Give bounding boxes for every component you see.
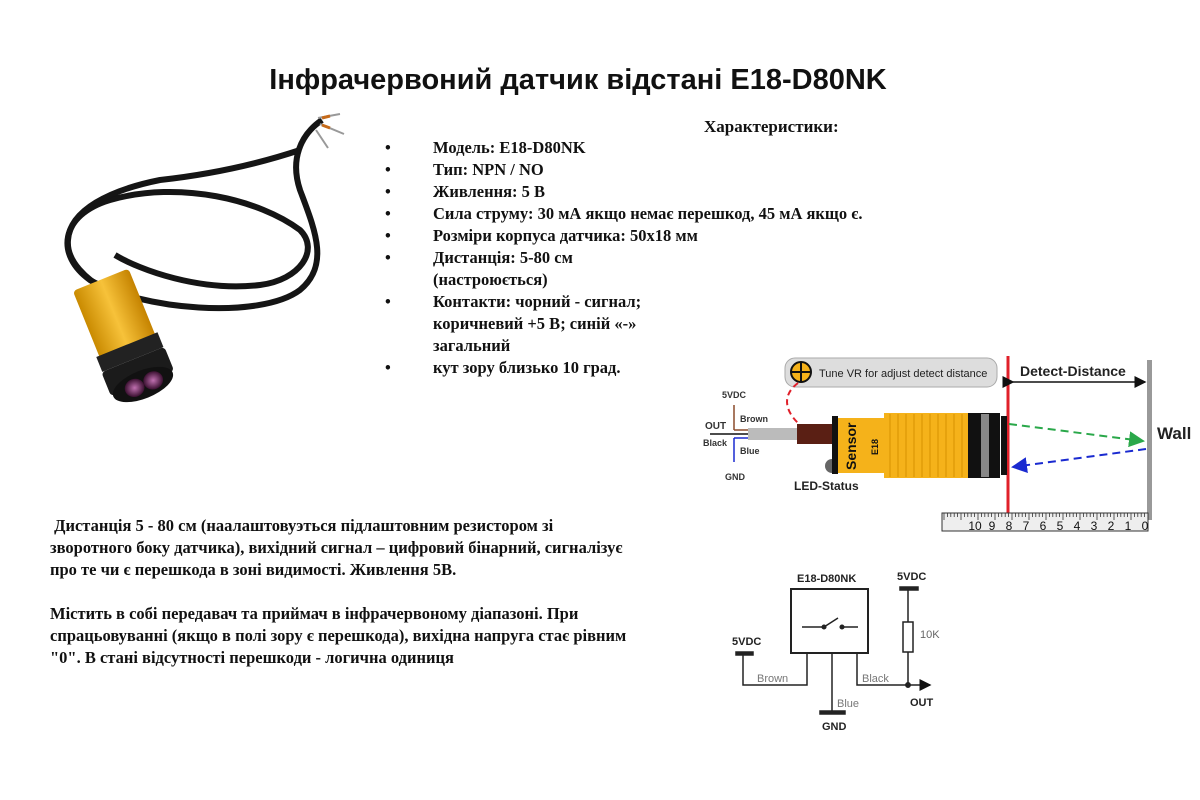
wiring-schematic bbox=[735, 586, 932, 715]
potentiometer-icon bbox=[790, 361, 812, 383]
wire-5vdc-label: 5VDC bbox=[722, 390, 747, 400]
wall bbox=[1147, 360, 1152, 520]
ruler-label: 0 bbox=[1142, 519, 1149, 533]
ruler-label: 4 bbox=[1074, 519, 1081, 533]
schematic-title: E18-D80NK bbox=[797, 573, 856, 585]
ruler-label: 5 bbox=[1057, 519, 1064, 533]
schematic-5vdc-right: 5VDC bbox=[897, 571, 926, 583]
wire-brown-label: Brown bbox=[740, 414, 768, 424]
detect-distance-label: Detect-Distance bbox=[1020, 363, 1126, 379]
spec-text: Розміри корпуса датчика: 50х18 мм bbox=[433, 226, 698, 245]
schematic-gnd-label: GND bbox=[822, 721, 847, 733]
list-item: •Розміри корпуса датчика: 50х18 мм bbox=[385, 225, 945, 247]
spec-text: Тип: NPN / NO bbox=[433, 160, 544, 179]
list-item: •кут зору близько 10 град. bbox=[385, 357, 945, 379]
schematic-blue-label: Blue bbox=[837, 698, 859, 710]
wire-black-label: Black bbox=[703, 438, 728, 448]
sensor-label: Sensor bbox=[843, 422, 859, 470]
resistor-label: 10K bbox=[920, 629, 940, 641]
list-item: •Дистанція: 5-80 см (настроюється) bbox=[385, 247, 945, 291]
schematic-brown-label: Brown bbox=[757, 673, 788, 685]
page-title: Інфрачервоний датчик відстані E18-D80NK bbox=[269, 64, 887, 96]
list-item: •Модель: E18-D80NK bbox=[385, 137, 945, 159]
spec-text: Контакти: чорний - сигнал; коричневий +5… bbox=[433, 292, 642, 355]
ruler-label: 8 bbox=[1006, 519, 1013, 533]
spec-text: кут зору близько 10 град. bbox=[433, 358, 621, 377]
spec-text: Дистанція: 5-80 см (настроюється) bbox=[433, 248, 573, 289]
tune-label: Tune VR for adjust detect distance bbox=[819, 368, 987, 380]
spec-text: Сила струму: 30 мА якщо немає перешкод, … bbox=[433, 204, 863, 223]
distance-diagram: Tune VR for adjust detect distance Detec… bbox=[703, 356, 1191, 533]
wire-blue-label: Blue bbox=[740, 446, 760, 456]
schematic-5vdc-left: 5VDC bbox=[732, 636, 761, 648]
spec-text: Живлення: 5 В bbox=[433, 182, 546, 201]
list-item: •Сила струму: 30 мА якщо немає перешкод,… bbox=[385, 203, 945, 225]
description-paragraph-2: Містить в собі передавач та приймач в ін… bbox=[50, 604, 627, 667]
ruler-label: 3 bbox=[1091, 519, 1098, 533]
schematic-black-label: Black bbox=[862, 673, 889, 685]
schematic-out-label: OUT bbox=[910, 697, 934, 709]
spec-text: Модель: E18-D80NK bbox=[433, 138, 586, 157]
specs-list: •Модель: E18-D80NK •Тип: NPN / NO •Живле… bbox=[385, 137, 945, 379]
sensor-block bbox=[790, 588, 869, 654]
specs-heading: Характеристики: bbox=[704, 117, 839, 136]
list-item: •Тип: NPN / NO bbox=[385, 159, 945, 181]
ruler-label: 1 bbox=[1125, 519, 1132, 533]
sensor-product-photo bbox=[64, 113, 345, 403]
wire-gnd-label: GND bbox=[725, 472, 746, 482]
ruler-label: 6 bbox=[1040, 519, 1047, 533]
wire-out-label: OUT bbox=[705, 421, 726, 432]
ruler-label: 2 bbox=[1108, 519, 1115, 533]
tune-callout bbox=[784, 357, 998, 388]
ruler-label: 9 bbox=[989, 519, 996, 533]
led-status-label: LED-Status bbox=[794, 479, 859, 493]
model-label: E18 bbox=[870, 439, 880, 455]
description-paragraph-1: Дистанція 5 - 80 см (наалаштовуэться під… bbox=[50, 516, 627, 579]
list-item: •Контакти: чорний - сигнал; коричневий +… bbox=[385, 291, 945, 357]
wall-label: Wall bbox=[1157, 424, 1191, 443]
ruler-label: 7 bbox=[1023, 519, 1030, 533]
ruler-label: 10 bbox=[968, 519, 982, 533]
list-item: •Живлення: 5 В bbox=[385, 181, 945, 203]
